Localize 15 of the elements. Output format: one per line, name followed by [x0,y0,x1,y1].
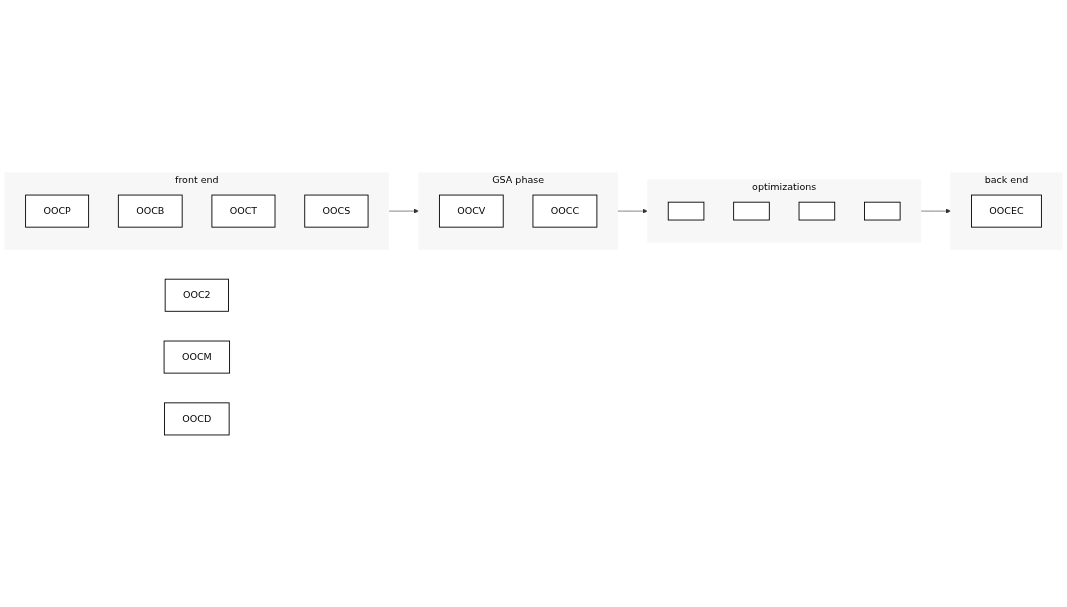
node-box: OOCT [211,194,276,228]
node-box: OOCC [532,194,598,228]
node-box [798,201,836,221]
node-box: OOCM [163,340,231,374]
node-box: OOC2 [164,278,229,312]
node-box: OOCS [304,194,369,228]
node-box: OOCB [117,194,183,228]
node-box [864,201,901,221]
node-box: OOCD [164,402,230,436]
node-box [667,201,705,221]
node-box: OOCEC [971,194,1042,228]
node-box: OOCP [25,194,90,228]
node-box [733,201,770,221]
cluster: optimizations [647,179,922,243]
node-box: OOCV [438,194,504,228]
